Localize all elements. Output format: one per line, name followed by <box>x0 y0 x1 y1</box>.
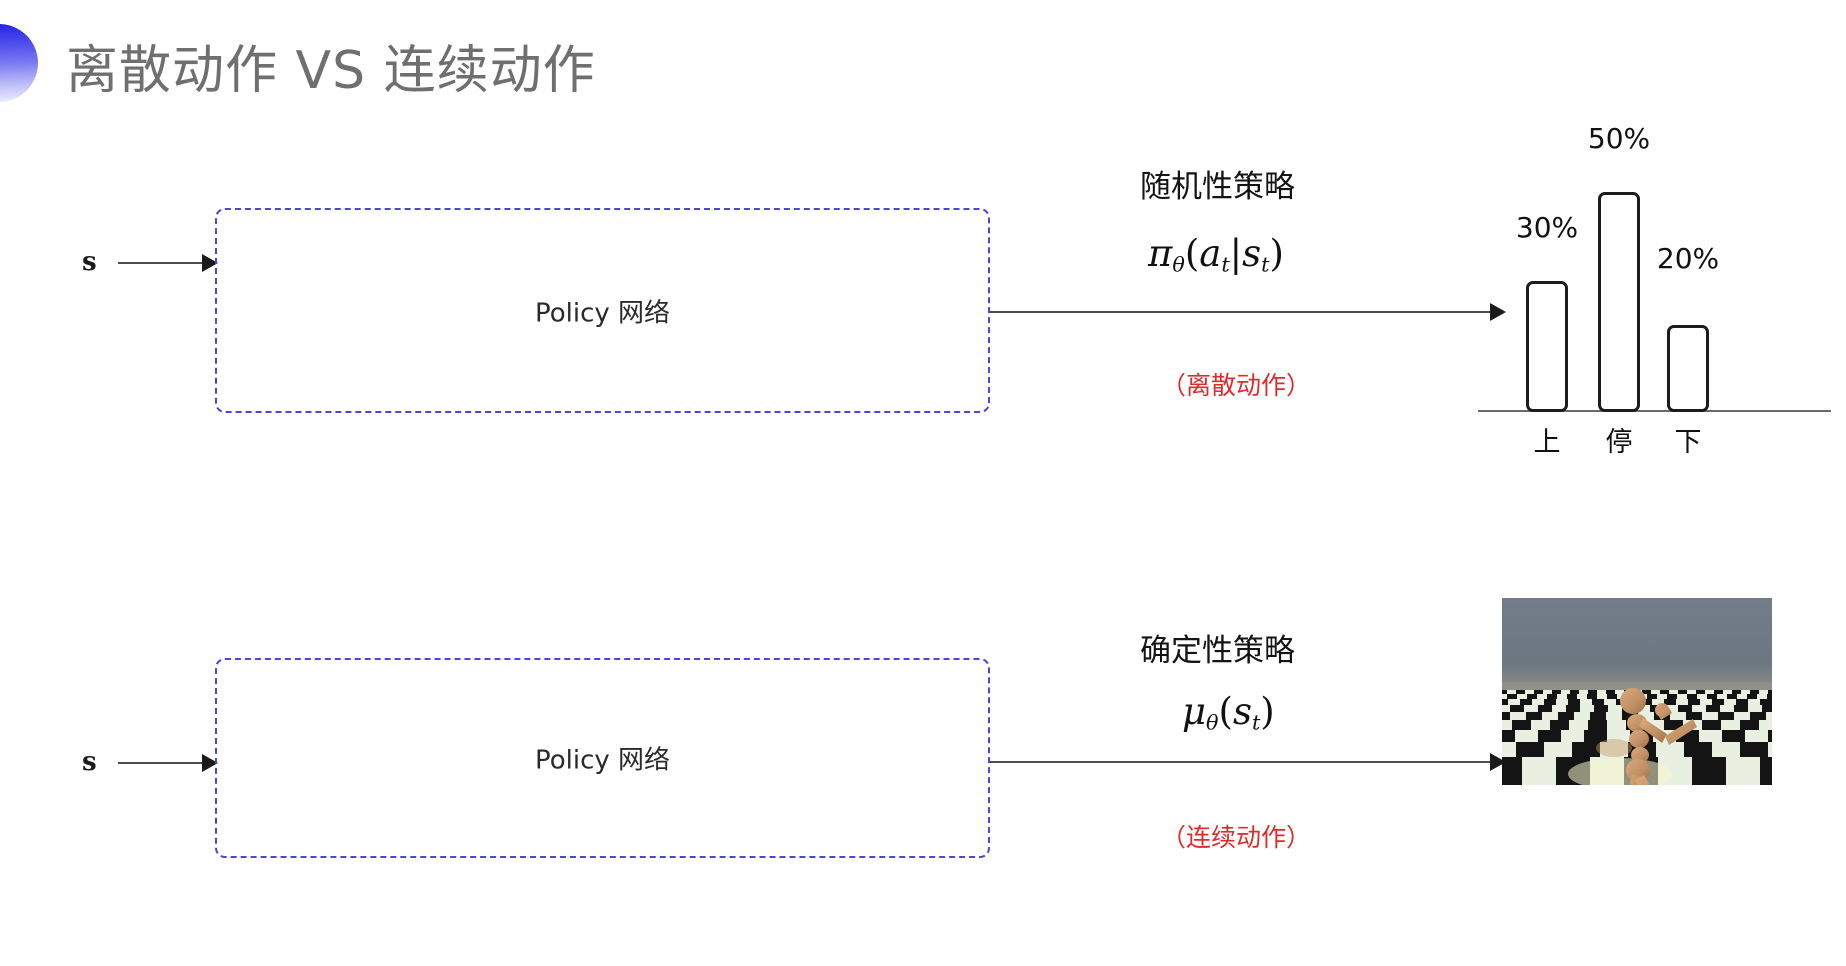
formula-state-subscript-2: t <box>1251 710 1261 735</box>
input-state-label-discrete: s <box>82 247 97 277</box>
formula-pi-subscript: θ <box>1172 252 1185 277</box>
branch-title-stochastic: 随机性策略 <box>1140 169 1295 205</box>
policy-network-label-discrete: Policy 网络 <box>534 298 671 328</box>
bar-category-down: 下 <box>1674 427 1702 458</box>
note-continuous-action: （连续动作） <box>1161 823 1312 852</box>
bar-value-up: 30% <box>1515 211 1579 244</box>
branch-title-deterministic: 确定性策略 <box>1140 633 1295 669</box>
formula-open-paren: ( <box>1184 232 1200 275</box>
output-arrow-line-discrete <box>990 311 1502 313</box>
chart-x-axis <box>1478 410 1831 412</box>
input-state-label-continuous: s <box>82 747 97 777</box>
action-probability-bar-chart: 30% 上 50% 停 20% 下 <box>1478 118 1838 468</box>
formula-action-symbol: a <box>1199 232 1222 275</box>
bar-up <box>1526 281 1568 412</box>
input-arrow-line-continuous <box>118 762 206 764</box>
output-arrow-head-discrete <box>1490 303 1506 321</box>
policy-network-box-continuous[interactable]: Policy 网络 <box>215 658 990 858</box>
humanoid-simulation-image <box>1502 598 1772 785</box>
formula-action-subscript: t <box>1221 252 1230 277</box>
formula-mu-subscript: θ <box>1206 710 1219 735</box>
formula-close-paren: ) <box>1269 232 1284 275</box>
input-arrow-head-discrete <box>202 254 218 272</box>
humanoid-figure <box>1620 688 1697 785</box>
page-title: 离散动作 VS 连续动作 <box>66 41 596 101</box>
formula-state-symbol-2: s <box>1232 690 1252 733</box>
formula-state-subscript: t <box>1261 252 1270 277</box>
policy-network-box-discrete[interactable]: Policy 网络 <box>215 208 990 413</box>
formula-conditional-bar: | <box>1229 232 1243 275</box>
formula-open-paren-2: ( <box>1218 690 1233 733</box>
input-arrow-head-continuous <box>202 754 218 772</box>
note-discrete-action: （离散动作） <box>1161 371 1312 400</box>
bar-category-stop: 停 <box>1605 427 1633 458</box>
formula-stochastic-policy: πθ(at|st) <box>1148 232 1284 276</box>
half-circle-gradient-icon <box>0 24 38 102</box>
formula-state-symbol: s <box>1242 232 1262 275</box>
formula-mu-symbol: μ <box>1182 690 1207 733</box>
formula-deterministic-policy: μθ(st) <box>1182 690 1275 734</box>
humanoid-sim-svg <box>1502 598 1772 785</box>
bar-category-up: 上 <box>1533 427 1561 458</box>
bar-stop <box>1598 192 1640 412</box>
bar-down <box>1667 325 1709 412</box>
formula-close-paren-2: ) <box>1260 690 1275 733</box>
policy-network-label-continuous: Policy 网络 <box>534 745 671 776</box>
input-arrow-line-discrete <box>118 262 206 264</box>
formula-pi-symbol: π <box>1148 232 1173 275</box>
output-arrow-line-continuous <box>990 761 1502 763</box>
bar-value-stop: 50% <box>1587 122 1651 155</box>
bar-value-down: 20% <box>1656 242 1720 275</box>
